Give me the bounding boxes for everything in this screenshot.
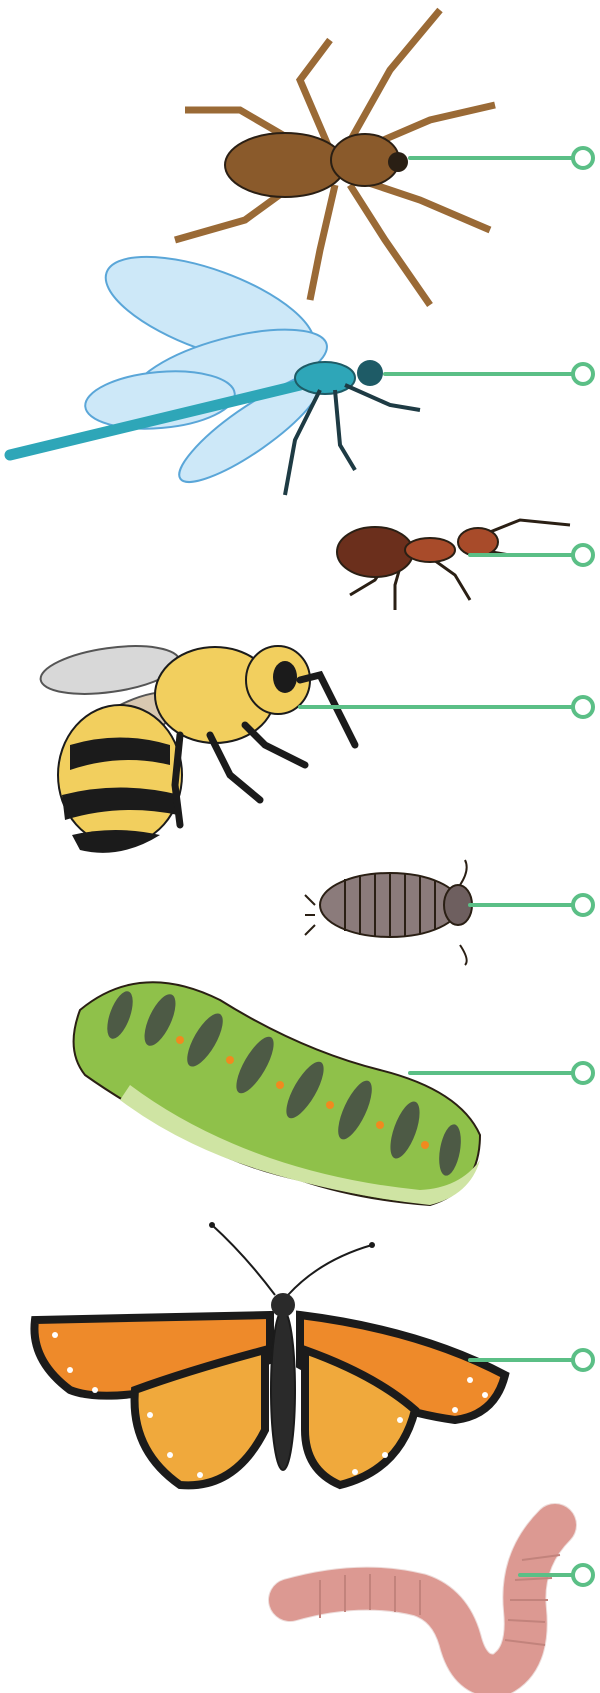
- woodlouse-row: [0, 845, 600, 970]
- label-point-spider[interactable]: [573, 148, 593, 168]
- caterpillar-icon: [0, 960, 600, 1220]
- label-point-caterpillar[interactable]: [573, 1063, 593, 1083]
- ant-icon: [0, 505, 600, 610]
- caterpillar-row: [0, 960, 600, 1220]
- worm-row: [0, 1500, 600, 1693]
- bee-row: [0, 635, 600, 865]
- label-point-dragonfly[interactable]: [573, 364, 593, 384]
- label-point-butterfly[interactable]: [573, 1350, 593, 1370]
- dragonfly-icon: [0, 255, 600, 505]
- label-point-woodlouse[interactable]: [573, 895, 593, 915]
- butterfly-icon: [0, 1220, 600, 1500]
- worm-icon: [0, 1500, 600, 1693]
- label-point-ant[interactable]: [573, 545, 593, 565]
- label-point-worm[interactable]: [573, 1565, 593, 1585]
- ant-row: [0, 505, 600, 610]
- butterfly-row: [0, 1220, 600, 1500]
- bee-icon: [0, 635, 600, 865]
- dragonfly-row: [0, 255, 600, 505]
- woodlouse-icon: [0, 845, 600, 970]
- label-point-bee[interactable]: [573, 697, 593, 717]
